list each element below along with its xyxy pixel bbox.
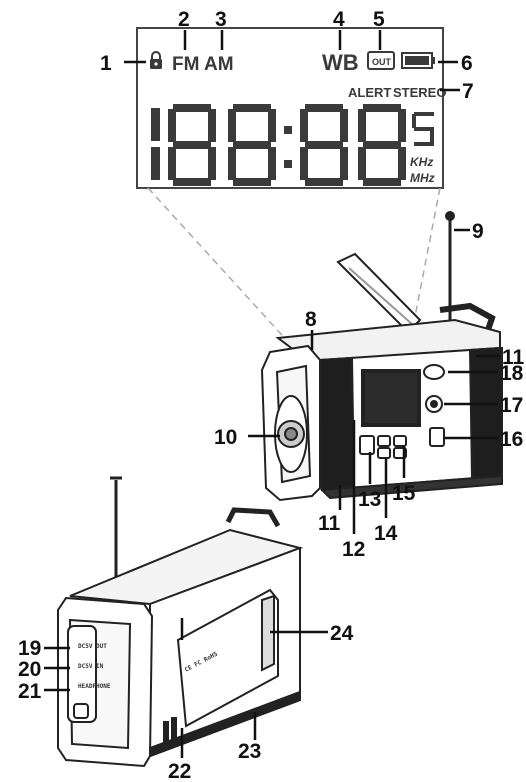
lcd-alert: ALERT: [348, 85, 391, 100]
callout-10: 10: [214, 426, 237, 449]
callout-11-right: 11: [502, 346, 525, 369]
rear-port-labels: DC5V OUT DC5V IN HEADPHONE: [78, 643, 111, 690]
callout-16: 16: [500, 428, 523, 451]
callout-14: 14: [374, 522, 398, 545]
callout-23: 23: [238, 740, 261, 763]
callout-20: 20: [18, 658, 41, 681]
callout-24: 24: [330, 622, 354, 645]
callout-2: 2: [178, 8, 190, 31]
port-label-dc-in: DC5V IN: [78, 663, 104, 670]
callout-3: 3: [215, 8, 227, 31]
leader-lines: [44, 30, 500, 758]
battery-icon: [401, 52, 435, 69]
callout-9: 9: [472, 220, 484, 243]
lcd-mhz: MHz: [410, 171, 435, 185]
callout-17: 17: [500, 394, 523, 417]
callout-18: 18: [500, 362, 524, 385]
callout-13: 13: [358, 488, 381, 511]
lcd-fm: FM: [172, 54, 199, 75]
callout-19: 19: [18, 637, 41, 660]
callout-21: 21: [18, 680, 42, 703]
callout-15: 15: [392, 482, 416, 505]
callout-6: 6: [461, 52, 473, 75]
lcd-am: AM: [204, 54, 234, 75]
callout-5: 5: [373, 8, 385, 31]
lock-icon: [150, 51, 162, 69]
callout-7: 7: [462, 80, 474, 103]
callout-11-bottom: 11: [318, 512, 341, 535]
radio-front-view: [260, 211, 504, 502]
lcd-main-digits: [151, 104, 434, 186]
radio-rear-view: [57, 476, 304, 768]
port-label-dc-out: DC5V OUT: [78, 643, 107, 650]
port-label-headphone: HEADPHONE: [78, 683, 111, 690]
lcd-display: FM AM WB OUT ALERT STEREO: [136, 27, 446, 189]
lcd-out-badge: OUT: [367, 51, 395, 70]
lcd-stereo: STEREO: [393, 85, 446, 100]
lcd-wb: WB: [322, 50, 359, 75]
callout-numbers: 1 2 3 4 5 6 7 8 9 10 11 11 12 13 14 15 1…: [18, 8, 525, 782]
callout-12: 12: [342, 538, 365, 561]
callout-8: 8: [305, 308, 317, 331]
callout-22: 22: [168, 760, 191, 782]
lcd-khz: KHz: [410, 155, 433, 169]
callout-4: 4: [333, 8, 345, 31]
svg-text:OUT: OUT: [372, 57, 392, 67]
callout-1: 1: [100, 52, 112, 75]
